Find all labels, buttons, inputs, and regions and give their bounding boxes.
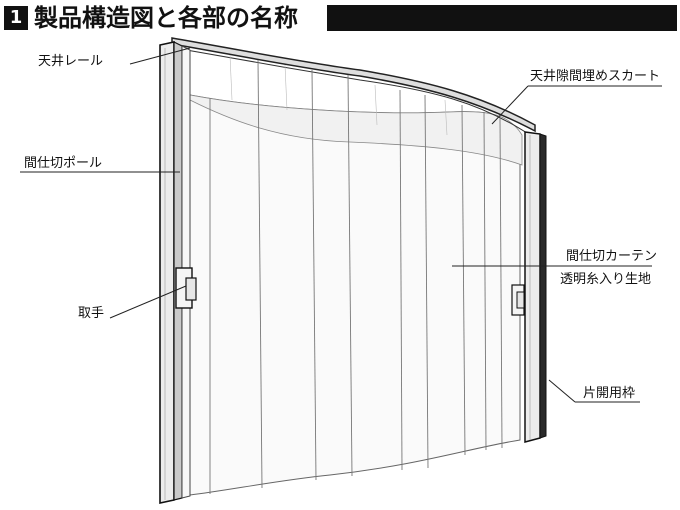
curtain-fold-lines [209, 59, 503, 494]
label-partition-curtain: 間仕切カーテン [566, 249, 658, 264]
leader-lines [20, 47, 662, 403]
section-number: 1 [4, 6, 28, 30]
page-title: 製品構造図と各部の名称 [34, 4, 298, 32]
handle-right [511, 284, 525, 316]
partition-pole-left [159, 41, 175, 504]
label-fabric: 透明糸入り生地 [560, 272, 652, 287]
title-bar-decoration [327, 5, 677, 31]
handle-left [175, 267, 197, 309]
label-handle: 取手 [78, 306, 105, 321]
label-ceiling-rail: 天井レール [38, 54, 104, 69]
curtain-fabric [189, 94, 521, 496]
skirt-strip [189, 94, 523, 166]
label-partition-pole: 間仕切ポール [24, 156, 103, 171]
partition-pole-right [524, 131, 541, 443]
label-single-opening-frame: 片開用枠 [583, 386, 636, 401]
label-ceiling-gap-skirt: 天井隙間埋めスカート [530, 69, 661, 84]
header: 1 製品構造図と各部の名称 [0, 0, 680, 34]
ceiling-rail [171, 37, 536, 133]
